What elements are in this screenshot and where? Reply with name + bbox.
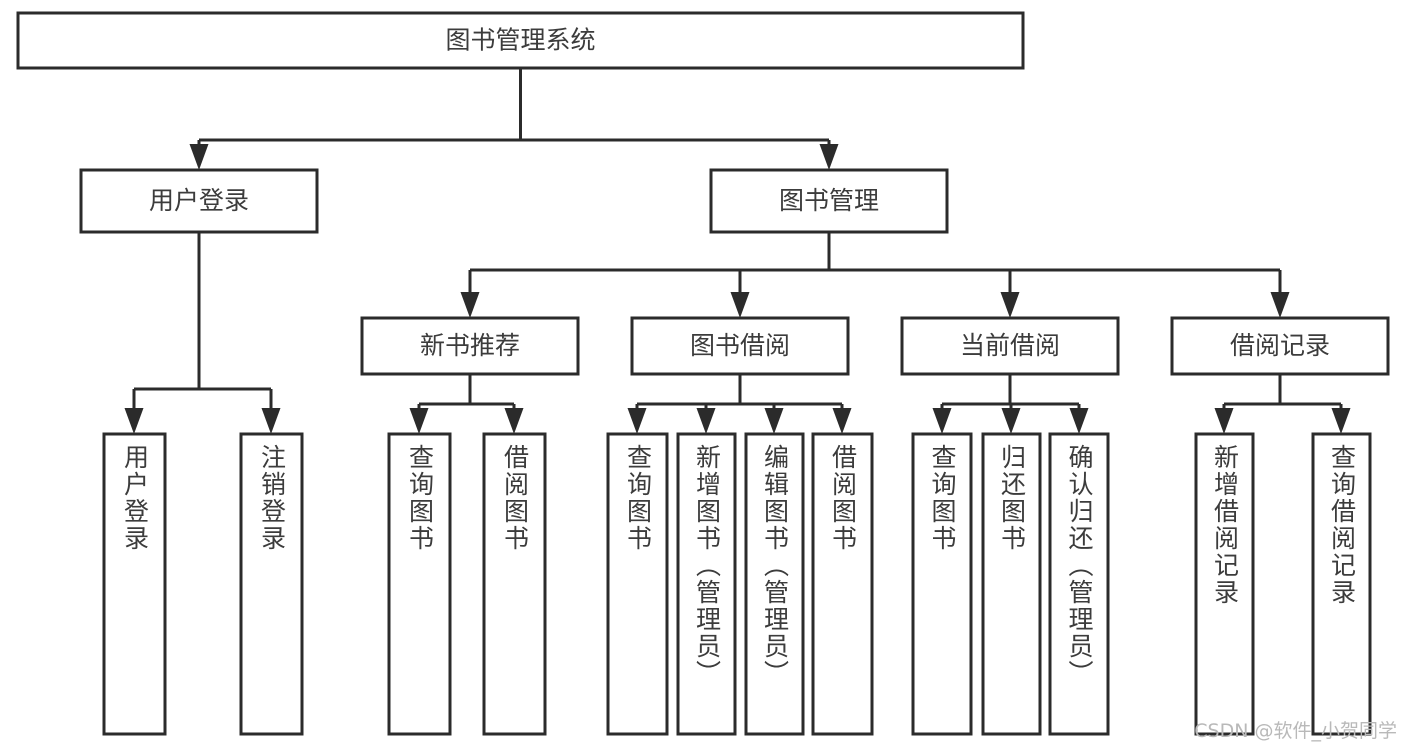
arrow-head-icon bbox=[696, 408, 716, 434]
connector-new-book-recommend bbox=[409, 374, 524, 434]
arrow-head-icon bbox=[460, 292, 480, 318]
node-label: 当前借阅 bbox=[960, 331, 1060, 360]
arrow-head-icon bbox=[1331, 408, 1351, 434]
node-box[interactable] bbox=[676, 432, 737, 736]
node-box[interactable] bbox=[1194, 432, 1255, 736]
node-leaf-logout-login[interactable] bbox=[239, 432, 304, 736]
arrow-head-icon bbox=[409, 408, 429, 434]
arrow-head-icon bbox=[124, 408, 144, 434]
node-new-book-recommend[interactable]: 新书推荐 bbox=[360, 316, 580, 376]
node-leaf-edit-book-admin[interactable] bbox=[744, 432, 805, 736]
node-leaf-add-book-admin[interactable] bbox=[676, 432, 737, 736]
arrow-head-icon bbox=[819, 144, 839, 170]
node-current-borrow[interactable]: 当前借阅 bbox=[900, 316, 1120, 376]
arrow-head-icon bbox=[764, 408, 784, 434]
node-box[interactable] bbox=[387, 432, 452, 736]
connector-book-borrow bbox=[627, 374, 852, 434]
node-leaf-return-book[interactable] bbox=[981, 432, 1042, 736]
node-label: 图书管理 bbox=[779, 186, 879, 215]
node-leaf-query-book-rec[interactable] bbox=[387, 432, 452, 736]
node-label: 新书推荐 bbox=[420, 331, 520, 360]
node-user-login[interactable]: 用户登录 bbox=[79, 168, 319, 234]
node-borrow-record[interactable]: 借阅记录 bbox=[1170, 316, 1390, 376]
connector-root bbox=[189, 68, 839, 170]
node-box[interactable] bbox=[79, 168, 319, 234]
arrow-head-icon bbox=[1000, 292, 1020, 318]
node-label: 借阅记录 bbox=[1230, 331, 1330, 360]
node-book-manage[interactable]: 图书管理 bbox=[709, 168, 949, 234]
node-box[interactable] bbox=[744, 432, 805, 736]
node-leaf-query-borrow-record[interactable] bbox=[1311, 432, 1372, 736]
connector-user-login bbox=[124, 232, 281, 434]
node-box[interactable] bbox=[1170, 316, 1390, 376]
node-box[interactable] bbox=[630, 316, 850, 376]
connector-layer bbox=[124, 68, 1351, 434]
node-box[interactable] bbox=[709, 168, 949, 234]
arrow-head-icon bbox=[261, 408, 281, 434]
node-box[interactable] bbox=[900, 316, 1120, 376]
node-book-borrow[interactable]: 图书借阅 bbox=[630, 316, 850, 376]
arrow-head-icon bbox=[1214, 408, 1234, 434]
node-box[interactable] bbox=[239, 432, 304, 736]
arrow-head-icon bbox=[1270, 292, 1290, 318]
arrow-head-icon bbox=[504, 408, 524, 434]
node-box[interactable] bbox=[1311, 432, 1372, 736]
node-box[interactable] bbox=[981, 432, 1042, 736]
node-label: 图书管理系统 bbox=[445, 26, 595, 55]
node-box[interactable] bbox=[360, 316, 580, 376]
node-label: 用户登录 bbox=[149, 186, 249, 215]
arrow-head-icon bbox=[627, 408, 647, 434]
arrow-head-icon bbox=[189, 144, 209, 170]
node-leaf-borrow-book[interactable] bbox=[811, 432, 874, 736]
connector-current-borrow bbox=[932, 374, 1089, 434]
node-leaf-add-borrow-record[interactable] bbox=[1194, 432, 1255, 736]
node-box[interactable] bbox=[911, 432, 973, 736]
arrow-head-icon bbox=[1001, 408, 1021, 434]
node-leaf-query-book-current[interactable] bbox=[911, 432, 973, 736]
arrow-head-icon bbox=[832, 408, 852, 434]
node-box[interactable] bbox=[102, 432, 167, 736]
node-root[interactable]: 图书管理系统 bbox=[16, 11, 1025, 70]
arrow-head-icon bbox=[730, 292, 750, 318]
node-box[interactable] bbox=[16, 11, 1025, 70]
node-box[interactable] bbox=[811, 432, 874, 736]
node-box[interactable] bbox=[1048, 432, 1110, 736]
connector-borrow-record bbox=[1214, 374, 1351, 434]
node-leaf-query-book-borrow[interactable] bbox=[606, 432, 669, 736]
arrow-head-icon bbox=[1069, 408, 1089, 434]
node-leaf-user-login[interactable] bbox=[102, 432, 167, 736]
connector-book-manage bbox=[460, 232, 1290, 318]
node-leaf-borrow-book-rec[interactable] bbox=[482, 432, 547, 736]
node-leaf-confirm-return-admin[interactable] bbox=[1048, 432, 1110, 736]
node-box[interactable] bbox=[606, 432, 669, 736]
node-label: 图书借阅 bbox=[690, 331, 790, 360]
watermark-text: CSDN @软件_小贺同学 bbox=[1194, 720, 1397, 742]
node-box[interactable] bbox=[482, 432, 547, 736]
arrow-head-icon bbox=[932, 408, 952, 434]
